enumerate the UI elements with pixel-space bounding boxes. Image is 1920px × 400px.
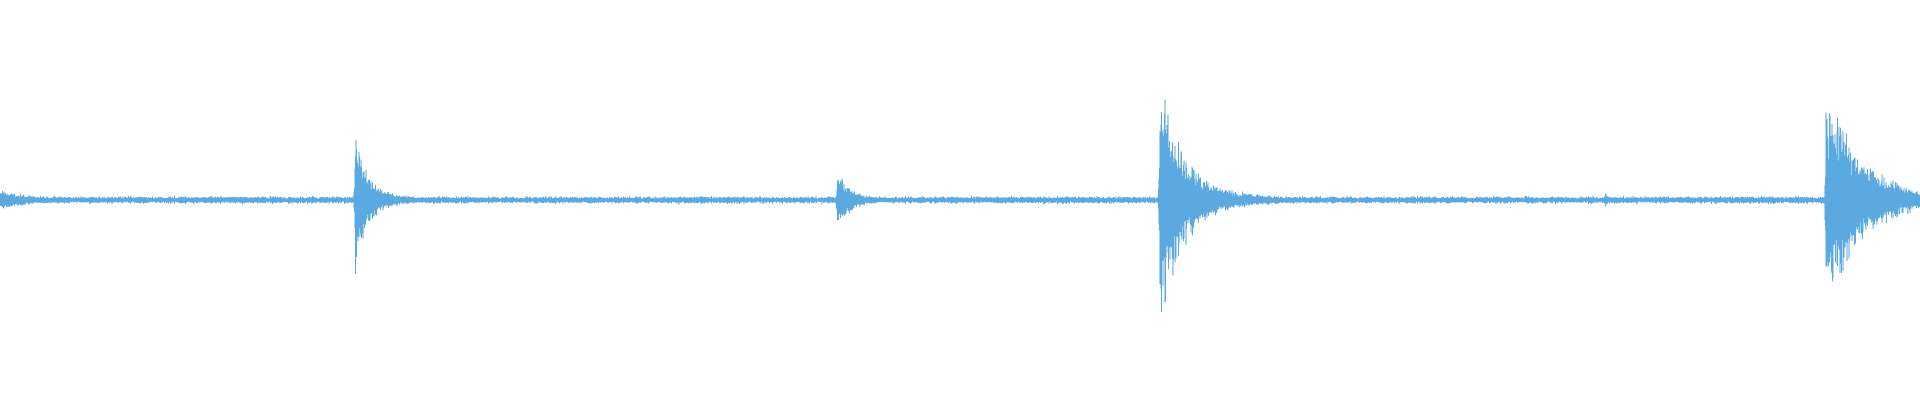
waveform-trace (0, 99, 1920, 312)
